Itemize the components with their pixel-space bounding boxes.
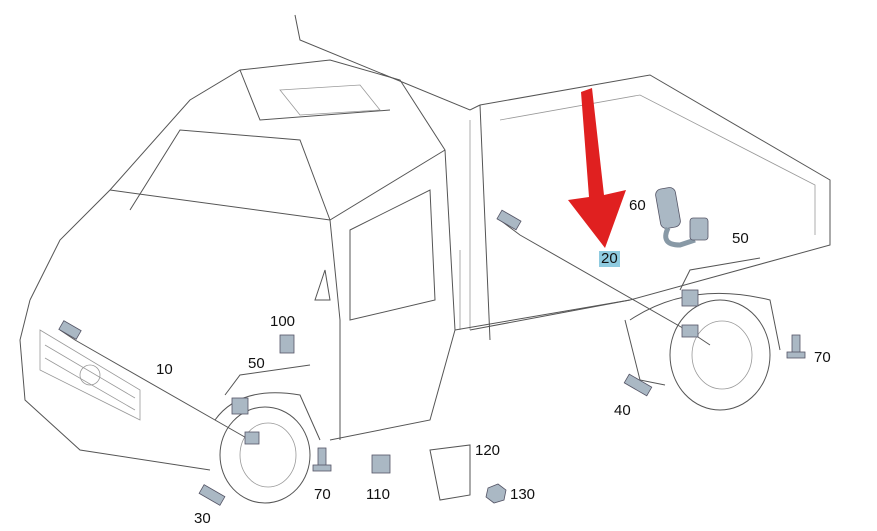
callout-130: 130 [510,486,536,503]
callout-20-highlighted: 20 [599,250,620,267]
hardware-parts [198,334,806,506]
truck-bed [294,14,831,341]
callout-50-rear: 50 [732,230,749,247]
red-arrow-indicator [568,88,626,248]
connector-part-60 [655,187,709,248]
callout-60: 60 [629,197,646,214]
callout-50-front: 50 [248,355,265,372]
callout-110: 110 [366,486,390,503]
callout-120: 120 [475,442,501,459]
callout-100: 100 [270,313,296,330]
callout-70-rear: 70 [814,349,831,366]
front-sensor-cable [58,320,311,445]
rear-sensor-cable [496,209,761,346]
callout-30: 30 [194,510,211,527]
callout-70-front: 70 [314,486,331,503]
callout-40: 40 [614,402,631,419]
front-wheel [214,392,321,504]
callout-10: 10 [156,361,173,378]
cab-outline [19,59,456,471]
